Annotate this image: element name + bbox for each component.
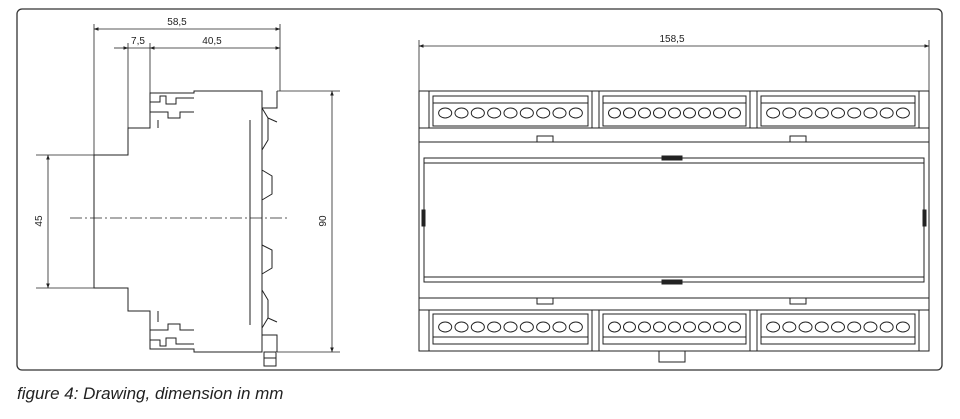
terminal-screw	[454, 107, 469, 119]
side-lower-terminal	[150, 311, 194, 347]
terminal-screw	[814, 107, 829, 119]
terminal-screw	[698, 321, 711, 333]
terminal-screw	[713, 321, 726, 333]
terminal-screw	[438, 107, 453, 119]
dim-width: 158,5	[659, 34, 684, 45]
terminal-screw	[519, 321, 534, 333]
technical-drawing: 58,5 7,5 40,5 45 90	[16, 8, 943, 371]
terminal-screw	[766, 321, 781, 333]
figure-caption: figure 4: Drawing, dimension in mm	[17, 384, 284, 403]
terminal-screw	[895, 321, 910, 333]
side-rail-clip	[261, 91, 278, 352]
dim-total-height: 90	[318, 215, 329, 227]
terminal-screw	[623, 107, 636, 119]
terminal-block-top-3	[760, 95, 916, 127]
terminal-screw	[568, 321, 583, 333]
terminal-screw	[552, 107, 567, 119]
terminal-screw	[814, 321, 829, 333]
terminal-screw	[847, 321, 862, 333]
front-panel	[423, 157, 925, 283]
terminal-screw	[503, 321, 518, 333]
front-rail-clip	[658, 350, 686, 363]
terminal-screw	[638, 107, 651, 119]
front-housing	[418, 90, 930, 352]
terminal-block-top-1	[432, 95, 589, 127]
terminal-screw	[879, 107, 894, 119]
terminal-screw	[470, 321, 485, 333]
terminal-screw	[503, 107, 518, 119]
terminal-screw	[454, 321, 469, 333]
terminal-screw	[847, 107, 862, 119]
terminal-screw	[782, 107, 797, 119]
dim-front-height: 45	[34, 215, 45, 227]
terminal-screw	[568, 107, 583, 119]
terminal-screw	[608, 107, 621, 119]
terminal-screw	[713, 107, 726, 119]
terminal-screw	[519, 107, 534, 119]
side-upper-terminal	[150, 95, 194, 128]
terminal-screw	[653, 321, 666, 333]
terminal-screw	[668, 321, 681, 333]
side-view	[93, 90, 278, 367]
terminal-screw	[879, 321, 894, 333]
terminal-block-bottom-3	[760, 313, 916, 345]
dim-total-depth: 58,5	[167, 17, 187, 28]
terminal-screw	[536, 107, 551, 119]
terminal-block-bottom-2	[602, 313, 747, 345]
terminal-screw	[638, 321, 651, 333]
terminal-screw	[728, 321, 741, 333]
side-dimensions	[36, 24, 340, 353]
dim-offset: 7,5	[131, 36, 145, 47]
front-view	[418, 90, 930, 363]
terminal-screw	[623, 321, 636, 333]
side-rail-foot	[263, 351, 277, 367]
front-dimensions	[418, 40, 930, 91]
terminal-screw	[831, 107, 845, 119]
terminal-blocks	[432, 95, 916, 345]
terminal-screw	[438, 321, 453, 333]
terminal-screw	[487, 107, 502, 119]
terminal-screw	[863, 107, 878, 119]
terminal-screw	[683, 321, 696, 333]
terminal-screw	[470, 107, 485, 119]
terminal-screw	[683, 107, 696, 119]
dim-body-depth: 40,5	[202, 36, 222, 47]
terminal-screw	[668, 107, 681, 119]
terminal-screw	[798, 107, 813, 119]
terminal-screw	[766, 107, 781, 119]
terminal-screw	[831, 321, 845, 333]
terminal-screw	[536, 321, 551, 333]
terminal-screw	[698, 107, 711, 119]
terminal-screw	[782, 321, 797, 333]
side-view-profile	[93, 90, 263, 353]
terminal-screw	[798, 321, 813, 333]
terminal-screw	[863, 321, 878, 333]
terminal-screw	[895, 107, 910, 119]
terminal-screw	[653, 107, 666, 119]
drawing-frame	[16, 8, 943, 371]
terminal-screw	[552, 321, 567, 333]
terminal-block-top-2	[602, 95, 747, 127]
terminal-screw	[608, 321, 621, 333]
terminal-screw	[728, 107, 741, 119]
terminal-block-bottom-1	[432, 313, 589, 345]
terminal-screw	[487, 321, 502, 333]
